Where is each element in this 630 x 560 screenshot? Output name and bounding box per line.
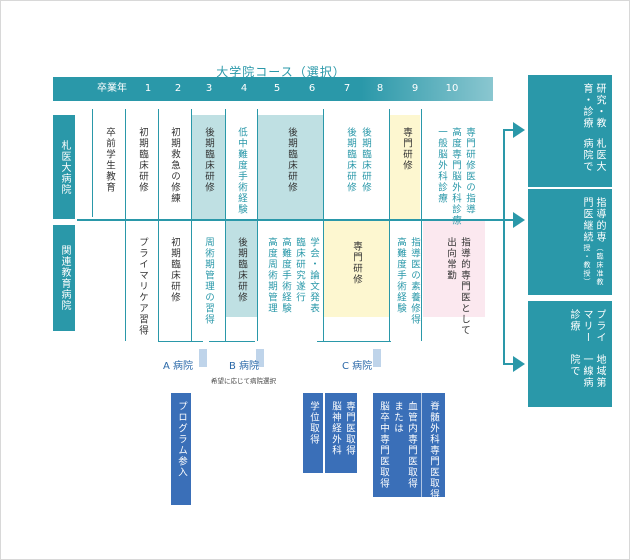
year-label-3: 3 (205, 83, 213, 94)
outcome-box-regional-primary: プライマリー診療 地域第一線病院で (528, 301, 612, 407)
upper-year10-text: 一般脳外科診療 (436, 127, 447, 204)
year-label-10: 10 (445, 83, 459, 94)
divider (257, 109, 258, 341)
lower-year10-text: 指導的専門医として (459, 237, 470, 336)
year-label-8: 8 (376, 83, 384, 94)
specialist-text: 脳卒中専門医取得 (378, 401, 389, 489)
program-entry-box: プログラム参入 (171, 393, 191, 505)
spine-text: 脊髄外科専門医取得 (428, 401, 439, 500)
year-label-2: 2 (174, 83, 182, 94)
outcome-text: 地域第一線病院で (568, 354, 605, 389)
outcome-box-leading-specialist: 指導的専門医継続 （臨床准教授・教授） (528, 189, 612, 295)
divider (323, 109, 324, 341)
upper-year2-text: 初期救急の修練 (169, 127, 180, 204)
neurosurgery-text: 脳神経外科 (330, 401, 341, 456)
hospital-line (209, 341, 255, 342)
upper-year56-fill (257, 115, 323, 219)
upper-year1-text: 初期臨床研修 (137, 127, 148, 193)
graduation-year-label: 卒業年 (97, 83, 127, 94)
divider (92, 109, 93, 217)
lower-year5-text: 高難度手術経験 (280, 237, 291, 314)
outcome-text: 研究・教育・診療 (581, 83, 605, 129)
hospital-choice-note: 希望に応じて病院選択 (211, 377, 276, 385)
hospital-c-label: C 病院 (342, 361, 373, 372)
outcome-subtext: （臨床准教授・教授） (583, 243, 604, 287)
upper-year3-text: 後期臨床研修 (203, 127, 214, 193)
year-label-4: 4 (240, 83, 248, 94)
lower-year10-fill (423, 221, 485, 317)
hospital-line (158, 341, 203, 342)
degree-text: 学位取得 (308, 401, 319, 445)
lower-year78-text: 専門研修 (351, 241, 362, 285)
year-label-5: 5 (273, 83, 281, 94)
box-divider (421, 393, 422, 497)
lower-year9-text: 指導医の素養修得 (409, 237, 420, 325)
upper-year7-text: 後期臨床研修 (360, 127, 371, 193)
flow-line (503, 219, 517, 221)
lower-year1-text: プライマリケア習得 (137, 237, 148, 336)
upper-year10-text: 高度専門脳外科診療 (450, 127, 461, 226)
divider (125, 109, 126, 341)
arrow-right-icon (513, 356, 525, 372)
diagram-title: 大学院コース（選択） (216, 65, 346, 79)
hospital-b-label: B 病院 (229, 361, 260, 372)
divider (191, 109, 192, 341)
specialist-box: 血管内専門医取得 または 脳卒中専門医取得 (373, 393, 421, 497)
lower-year3-text: 周術期管理の習得 (203, 237, 214, 325)
lower-year5-text: 高度周術期管理 (266, 237, 277, 314)
divider (158, 109, 159, 341)
year-bar (53, 77, 493, 101)
lower-year78-fill (323, 221, 389, 317)
upper-year10-text: 専門研修医の指導 (464, 127, 475, 215)
lower-year4-text: 後期臨床研修 (236, 237, 247, 303)
specialist-text: 血管内専門医取得 (406, 401, 417, 489)
lower-year4-fill (225, 221, 257, 317)
lower-year2-text: 初期臨床研修 (169, 237, 180, 303)
side-label-univ-hospital: 札医大病院 (53, 115, 75, 219)
year-bar-fade (53, 77, 493, 101)
year-label-7: 7 (343, 83, 351, 94)
lower-year9-text: 高難度手術経験 (395, 237, 406, 314)
arrow-right-icon (513, 212, 525, 228)
hospital-marker (373, 349, 381, 367)
divider (225, 109, 226, 341)
year-label-1: 1 (144, 83, 152, 94)
neurosurgery-box: 専門医取得 脳神経外科 (325, 393, 357, 473)
outcome-box-univ-research: 研究・教育・診療 札医大病院で (528, 75, 612, 187)
side-label-affiliated-hospital: 関連教育病院 (53, 225, 75, 331)
divider (389, 109, 390, 341)
degree-box: 学位取得 (303, 393, 323, 473)
spine-box: 脊髄外科専門医取得 (421, 393, 445, 500)
upper-year3-fill (191, 115, 225, 219)
upper-year9-text: 専門研修 (401, 127, 412, 171)
row-separator (77, 219, 511, 221)
program-entry-text: プログラム参入 (176, 401, 187, 478)
upper-year56-text: 後期臨床研修 (286, 127, 297, 193)
neurosurgery-text: 専門医取得 (344, 401, 355, 456)
year-label-6: 6 (308, 83, 316, 94)
flow-line (503, 129, 505, 365)
upper-year4-text: 低中難度手術経験 (236, 127, 247, 215)
upper-grad-text: 卒前学生教育 (104, 127, 115, 193)
hospital-marker (256, 349, 264, 367)
specialist-text: または (392, 401, 403, 434)
upper-year7-text: 後期臨床研修 (345, 127, 356, 193)
year-label-9: 9 (411, 83, 419, 94)
arrow-right-icon (513, 122, 525, 138)
outcome-text: プライマリー診療 (568, 309, 605, 344)
lower-year10-text: 出向常勤 (445, 237, 456, 281)
divider (421, 109, 422, 341)
hospital-a-label: A 病院 (163, 361, 194, 372)
lower-year5-text: 臨床研究遂行 (294, 237, 305, 303)
outcome-text: 札医大病院で (581, 137, 605, 173)
flow-line (503, 363, 517, 365)
flow-line (503, 129, 517, 131)
hospital-line (317, 341, 391, 342)
lower-year5-text: 学会・論文発表 (308, 237, 319, 314)
upper-year9-fill (390, 115, 420, 219)
spine-or-text: または (429, 393, 441, 398)
hospital-marker (199, 349, 207, 367)
outcome-text: 指導的専門医継続 (581, 197, 605, 243)
